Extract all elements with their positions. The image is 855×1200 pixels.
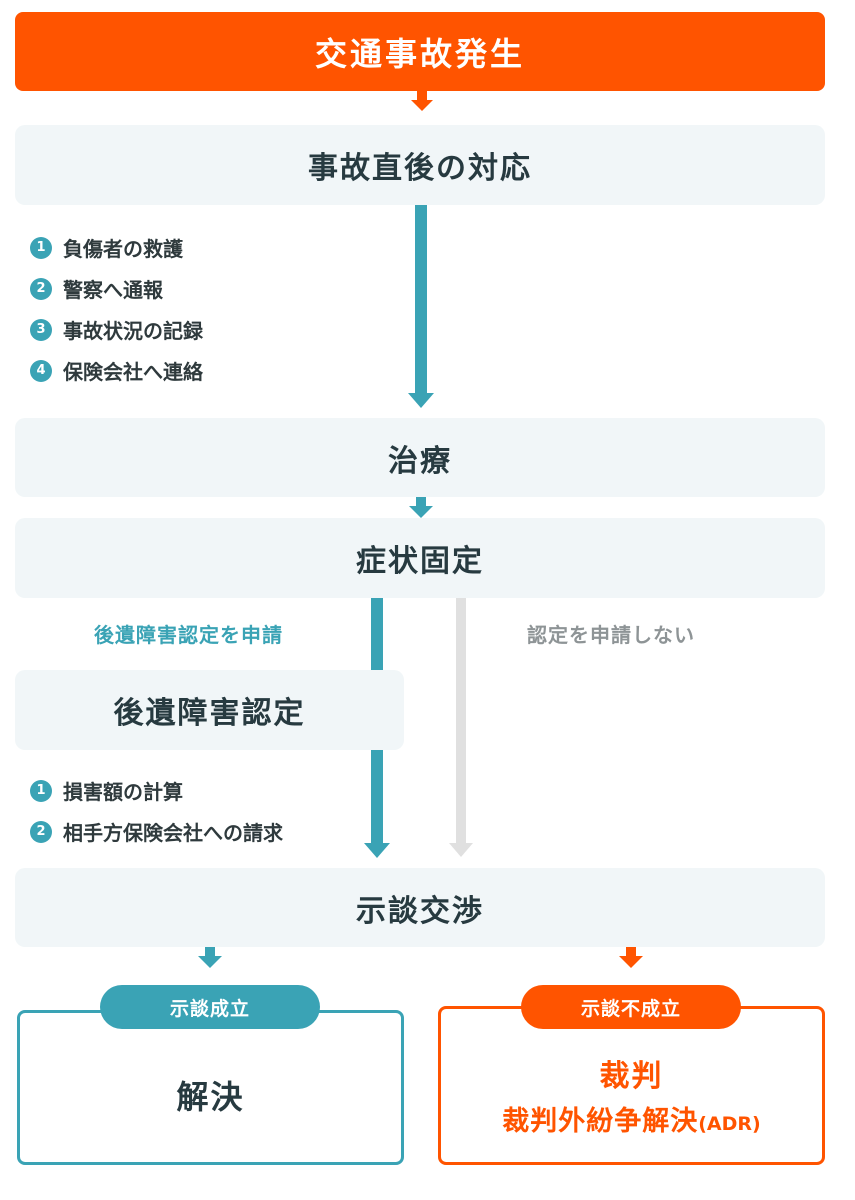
- resolution-title: 解決: [176, 1077, 245, 1116]
- list-item: 2 相手方保険会社への請求: [30, 811, 370, 852]
- number-3-icon: 3: [30, 318, 52, 341]
- adr-line: 裁判外紛争解決(ADR): [502, 1099, 760, 1138]
- disability-certification-title: 後遺障害認定: [113, 696, 306, 731]
- adr-suffix: (ADR): [698, 1113, 761, 1135]
- number-2-icon: 2: [30, 277, 52, 300]
- immediate-response-title: 事故直後の対応: [308, 151, 532, 186]
- number-1-icon: 1: [30, 236, 52, 259]
- treatment-box: 治療: [15, 418, 825, 497]
- list-item: 2 警察へ通報: [30, 268, 400, 309]
- arrow-teal-success: [198, 947, 222, 968]
- line-teal-apply: [371, 598, 383, 670]
- symptom-fixation-title: 症状固定: [356, 544, 484, 579]
- resolution-box: 解決: [17, 1010, 404, 1165]
- list-item: 1 負傷者の救護: [30, 227, 400, 268]
- no-certification-label: 認定を申請しない: [527, 623, 695, 647]
- arrow-orange-fail: [619, 947, 643, 968]
- settlement-negotiation-box: 示談交渉: [15, 868, 825, 947]
- arrow-teal-fixation: [409, 497, 433, 518]
- symptom-fixation-box: 症状固定: [15, 518, 825, 598]
- list-item: 4 保険会社へ連絡: [30, 350, 400, 391]
- arrow-teal-treatment: [408, 205, 434, 408]
- settlement-failed-badge: 示談不成立: [521, 985, 741, 1029]
- number-2-icon: 2: [30, 820, 52, 843]
- arrow-teal-negotiation: [364, 750, 390, 858]
- settlement-negotiation-title: 示談交渉: [356, 893, 484, 929]
- accident-occurs-box: 交通事故発生: [15, 12, 825, 91]
- arrow-gray-no-apply: [449, 598, 473, 857]
- list-item: 1 損害額の計算: [30, 770, 370, 811]
- number-4-icon: 4: [30, 359, 52, 382]
- apply-certification-label: 後遺障害認定を申請: [94, 623, 283, 647]
- immediate-response-box: 事故直後の対応: [15, 125, 825, 205]
- litigation-box: 裁判 裁判外紛争解決(ADR): [438, 1006, 825, 1165]
- number-1-icon: 1: [30, 779, 52, 802]
- treatment-title: 治療: [388, 443, 452, 479]
- certification-list: 1 損害額の計算 2 相手方保険会社への請求: [30, 770, 370, 852]
- arrow-orange-top: [411, 91, 433, 111]
- list-item: 3 事故状況の記録: [30, 309, 400, 350]
- disability-certification-box: 後遺障害認定: [15, 670, 404, 750]
- adr-title: 裁判外紛争解決: [502, 1106, 699, 1137]
- accident-occurs-title: 交通事故発生: [314, 34, 525, 73]
- settlement-reached-badge: 示談成立: [100, 985, 320, 1029]
- litigation-title: 裁判: [599, 1059, 664, 1094]
- immediate-response-list: 1 負傷者の救護 2 警察へ通報 3 事故状況の記録 4 保険会社へ連絡: [30, 227, 400, 391]
